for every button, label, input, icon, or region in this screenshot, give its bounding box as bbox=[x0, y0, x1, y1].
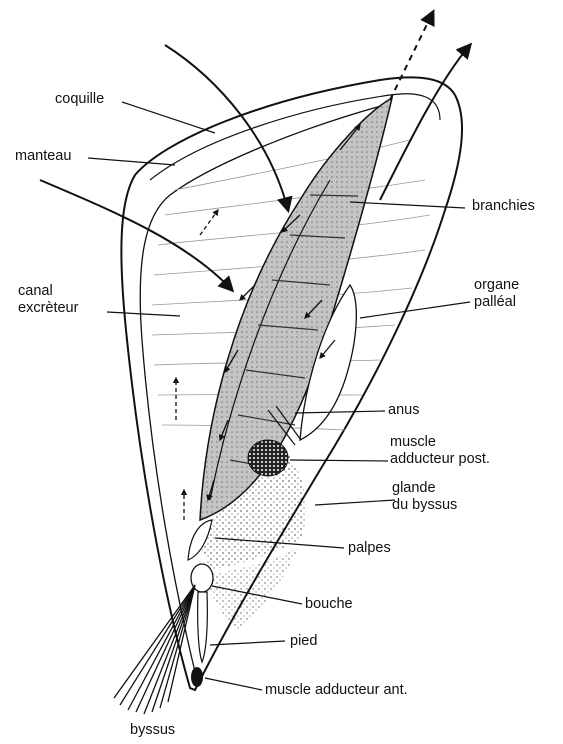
label-palpes: palpes bbox=[348, 540, 391, 557]
label-muscle-post-line2: adducteur post. bbox=[390, 451, 490, 468]
label-canal-line1: canal bbox=[18, 283, 78, 300]
label-organe-palleal: organe palléal bbox=[474, 277, 519, 311]
label-glande-du-byssus: glande du byssus bbox=[392, 480, 457, 514]
label-glande-line2: du byssus bbox=[392, 497, 457, 514]
label-muscle-adducteur-ant: muscle adducteur ant. bbox=[265, 682, 408, 699]
label-coquille: coquille bbox=[55, 91, 104, 108]
label-anus: anus bbox=[388, 402, 419, 419]
label-muscle-post-line1: muscle bbox=[390, 434, 490, 451]
label-muscle-adducteur-post: muscle adducteur post. bbox=[390, 434, 490, 468]
anterior-adductor-muscle bbox=[191, 667, 203, 687]
label-branchies: branchies bbox=[472, 198, 535, 215]
label-organe-line1: organe bbox=[474, 277, 519, 294]
label-glande-line1: glande bbox=[392, 480, 457, 497]
label-organe-line2: palléal bbox=[474, 294, 519, 311]
label-bouche: bouche bbox=[305, 596, 353, 613]
label-pied: pied bbox=[290, 633, 317, 650]
label-canal-line2: excrèteur bbox=[18, 300, 78, 317]
label-canal-excreteur: canal excrèteur bbox=[18, 283, 78, 317]
label-byssus: byssus bbox=[130, 722, 175, 739]
posterior-adductor-muscle bbox=[248, 440, 288, 476]
label-manteau: manteau bbox=[15, 148, 71, 165]
